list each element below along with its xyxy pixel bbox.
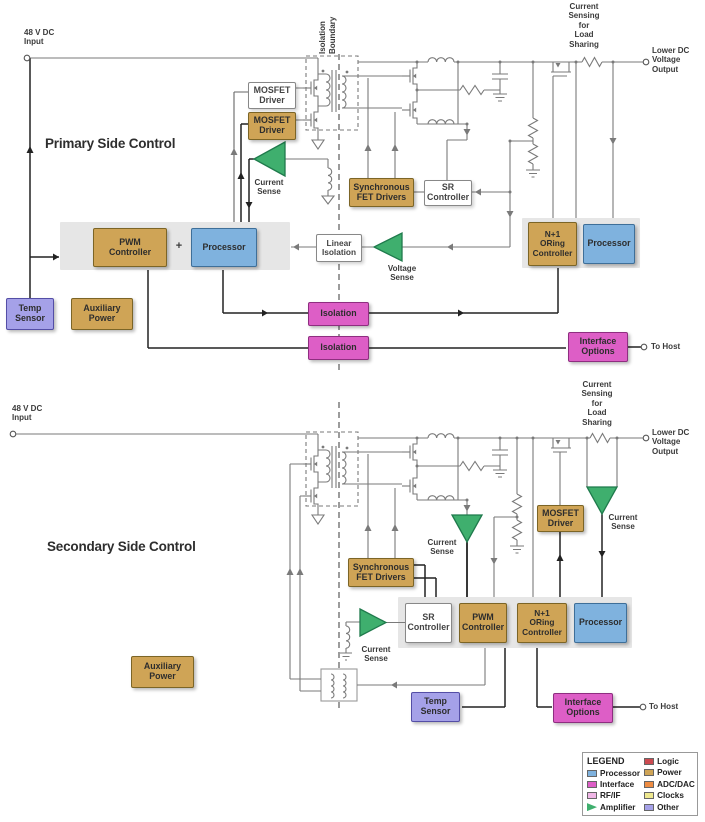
secondary-current-sense-right-label: Current Sense (608, 513, 638, 532)
amplifier-swatch (587, 803, 597, 812)
secondary-mosfet-driver: MOSFET Driver (537, 505, 584, 532)
legend-item-processor: Processor (587, 769, 640, 779)
primary-processor-right: Processor (583, 224, 635, 264)
primary-sr-controller: SR Controller (424, 180, 472, 206)
secondary-current-sense-aux-label: Current Sense (361, 645, 391, 664)
legend-label: Interface (600, 780, 635, 790)
legend-item-interface: Interface (587, 780, 640, 790)
secondary-pwm-controller: PWM Controller (459, 603, 507, 643)
legend-item-clocks: Clocks (644, 791, 695, 801)
primary-pwm-controller: PWM Controller (93, 228, 167, 267)
legend-label: Clocks (657, 791, 684, 800)
legend-label: Amplifier (600, 802, 636, 812)
primary-output-label: Lower DC Voltage Output (652, 46, 690, 74)
legend-item-other: Other (644, 802, 695, 812)
legend-label: RF/IF (600, 791, 621, 801)
legend-item-power: Power (644, 768, 695, 778)
primary-input-label: 48 V DC Input (24, 28, 55, 47)
secondary-input-label: 48 V DC Input (12, 404, 43, 423)
secondary-section-title: Secondary Side Control (47, 539, 196, 554)
secondary-n1-oring-controller: N+1 ORing Controller (517, 603, 567, 643)
legend-label: ADC/DAC (657, 779, 695, 789)
primary-mosfet-driver-top: MOSFET Driver (248, 82, 296, 109)
primary-interface-options: Interface Options (568, 332, 628, 362)
power-swatch (644, 769, 655, 776)
legend-column-1: LEGEND Processor Interface RF/IF Amplifi… (587, 756, 640, 812)
primary-current-sense-amplifier (252, 140, 286, 178)
legend-label: Processor (600, 768, 641, 778)
secondary-current-sensing-label: Current Sensing for Load Sharing (581, 380, 613, 427)
legend-column-2: Logic Power ADC/DAC Clocks Other (644, 756, 695, 812)
primary-mosfet-driver-bottom: MOSFET Driver (248, 112, 296, 140)
plus-sign: + (175, 240, 183, 252)
legend-label: Other (657, 802, 679, 812)
isolation-boundary-label: Isolation Boundary (318, 16, 337, 54)
linear-isolation-block: Linear Isolation (316, 234, 362, 262)
isolation-block-upper: Isolation (308, 302, 369, 326)
legend-item-adc-dac: ADC/DAC (644, 779, 695, 789)
legend-label: Power (657, 768, 682, 777)
primary-auxiliary-power: Auxiliary Power (71, 298, 133, 330)
primary-n1-oring-controller: N+1 ORing Controller (528, 222, 577, 266)
primary-current-sense-label: Current Sense (254, 178, 284, 197)
legend-label: Logic (657, 756, 679, 766)
primary-temp-sensor: Temp Sensor (6, 298, 54, 330)
interface-swatch (587, 781, 597, 789)
primary-voltage-sense-amplifier (372, 231, 403, 263)
processor-swatch (587, 769, 597, 777)
primary-synchronous-fet-drivers: Synchronous FET Drivers (349, 178, 414, 207)
clocks-swatch (644, 792, 655, 799)
secondary-processor: Processor (574, 603, 627, 643)
secondary-temp-sensor: Temp Sensor (411, 692, 460, 722)
primary-section-title: Primary Side Control (45, 136, 176, 151)
secondary-auxiliary-power: Auxiliary Power (131, 656, 194, 688)
primary-to-host-label: To Host (651, 342, 681, 351)
secondary-current-sense-amplifier-aux (359, 607, 388, 638)
secondary-interface-options: Interface Options (553, 693, 613, 723)
adc-dac-swatch (644, 780, 655, 788)
isolation-block-lower: Isolation (308, 336, 369, 360)
primary-processor-left: Processor (191, 228, 257, 267)
legend-title: LEGEND (587, 756, 625, 766)
other-swatch (644, 803, 655, 811)
secondary-current-sense-left-label: Current Sense (427, 538, 457, 557)
voltage-sense-label: Voltage Sense (387, 264, 417, 283)
logic-swatch (644, 757, 655, 765)
secondary-current-sense-amplifier-right (585, 486, 619, 516)
legend-item-logic: Logic (644, 756, 695, 766)
legend-item-rf-if: RF/IF (587, 791, 640, 801)
secondary-to-host-label: To Host (649, 702, 679, 711)
legend: LEGEND Processor Interface RF/IF Amplifi… (582, 752, 698, 816)
legend-item-amplifier: Amplifier (587, 802, 640, 812)
secondary-sr-controller: SR Controller (405, 603, 452, 643)
primary-current-sensing-label: Current Sensing for Load Sharing (568, 2, 600, 49)
rf-if-swatch (587, 792, 597, 800)
secondary-output-label: Lower DC Voltage Output (652, 428, 690, 456)
secondary-current-sense-amplifier-left (450, 514, 484, 544)
secondary-synchronous-fet-drivers: Synchronous FET Drivers (348, 558, 414, 587)
